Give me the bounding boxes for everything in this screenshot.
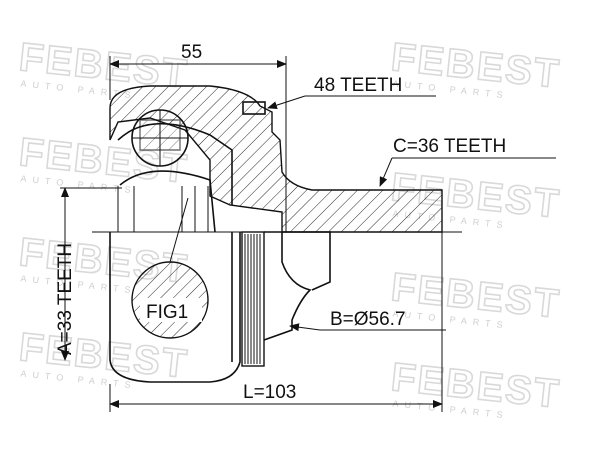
watermark-8: FEBEST AUTO PARTS	[388, 354, 563, 420]
watermark-2: FEBEST AUTO PARTS	[388, 34, 563, 100]
inner-race-top	[119, 170, 216, 233]
fig1-label: FIG1	[146, 302, 188, 323]
abs-ring	[241, 231, 265, 367]
watermark-6: FEBEST AUTO PARTS	[388, 264, 563, 330]
dim-l-label: L=103	[243, 382, 296, 403]
spline-c-label: C=36 TEETH	[393, 136, 506, 157]
spline-c-leader	[379, 157, 393, 187]
fig1-leader	[169, 197, 189, 263]
teeth-48-leader	[267, 95, 306, 110]
stub-shaft-bottom	[282, 231, 331, 291]
fig1-label-bg	[140, 298, 202, 322]
stub-bottom-outline	[263, 231, 312, 341]
housing-top-section	[109, 85, 443, 233]
ball-top-hatch	[139, 119, 181, 151]
dim-55-label: 55	[181, 42, 202, 63]
dim-b-label: B=Ø56.7	[330, 309, 406, 330]
dim-b-leader	[289, 323, 321, 332]
inner-spline-lines	[117, 186, 209, 232]
outer-teeth-tab	[242, 101, 266, 115]
housing-bottom-outline	[109, 232, 241, 383]
teeth-48-label: 48 TEETH	[314, 75, 402, 96]
dim-a-label: A=33 TEETH	[55, 243, 76, 355]
